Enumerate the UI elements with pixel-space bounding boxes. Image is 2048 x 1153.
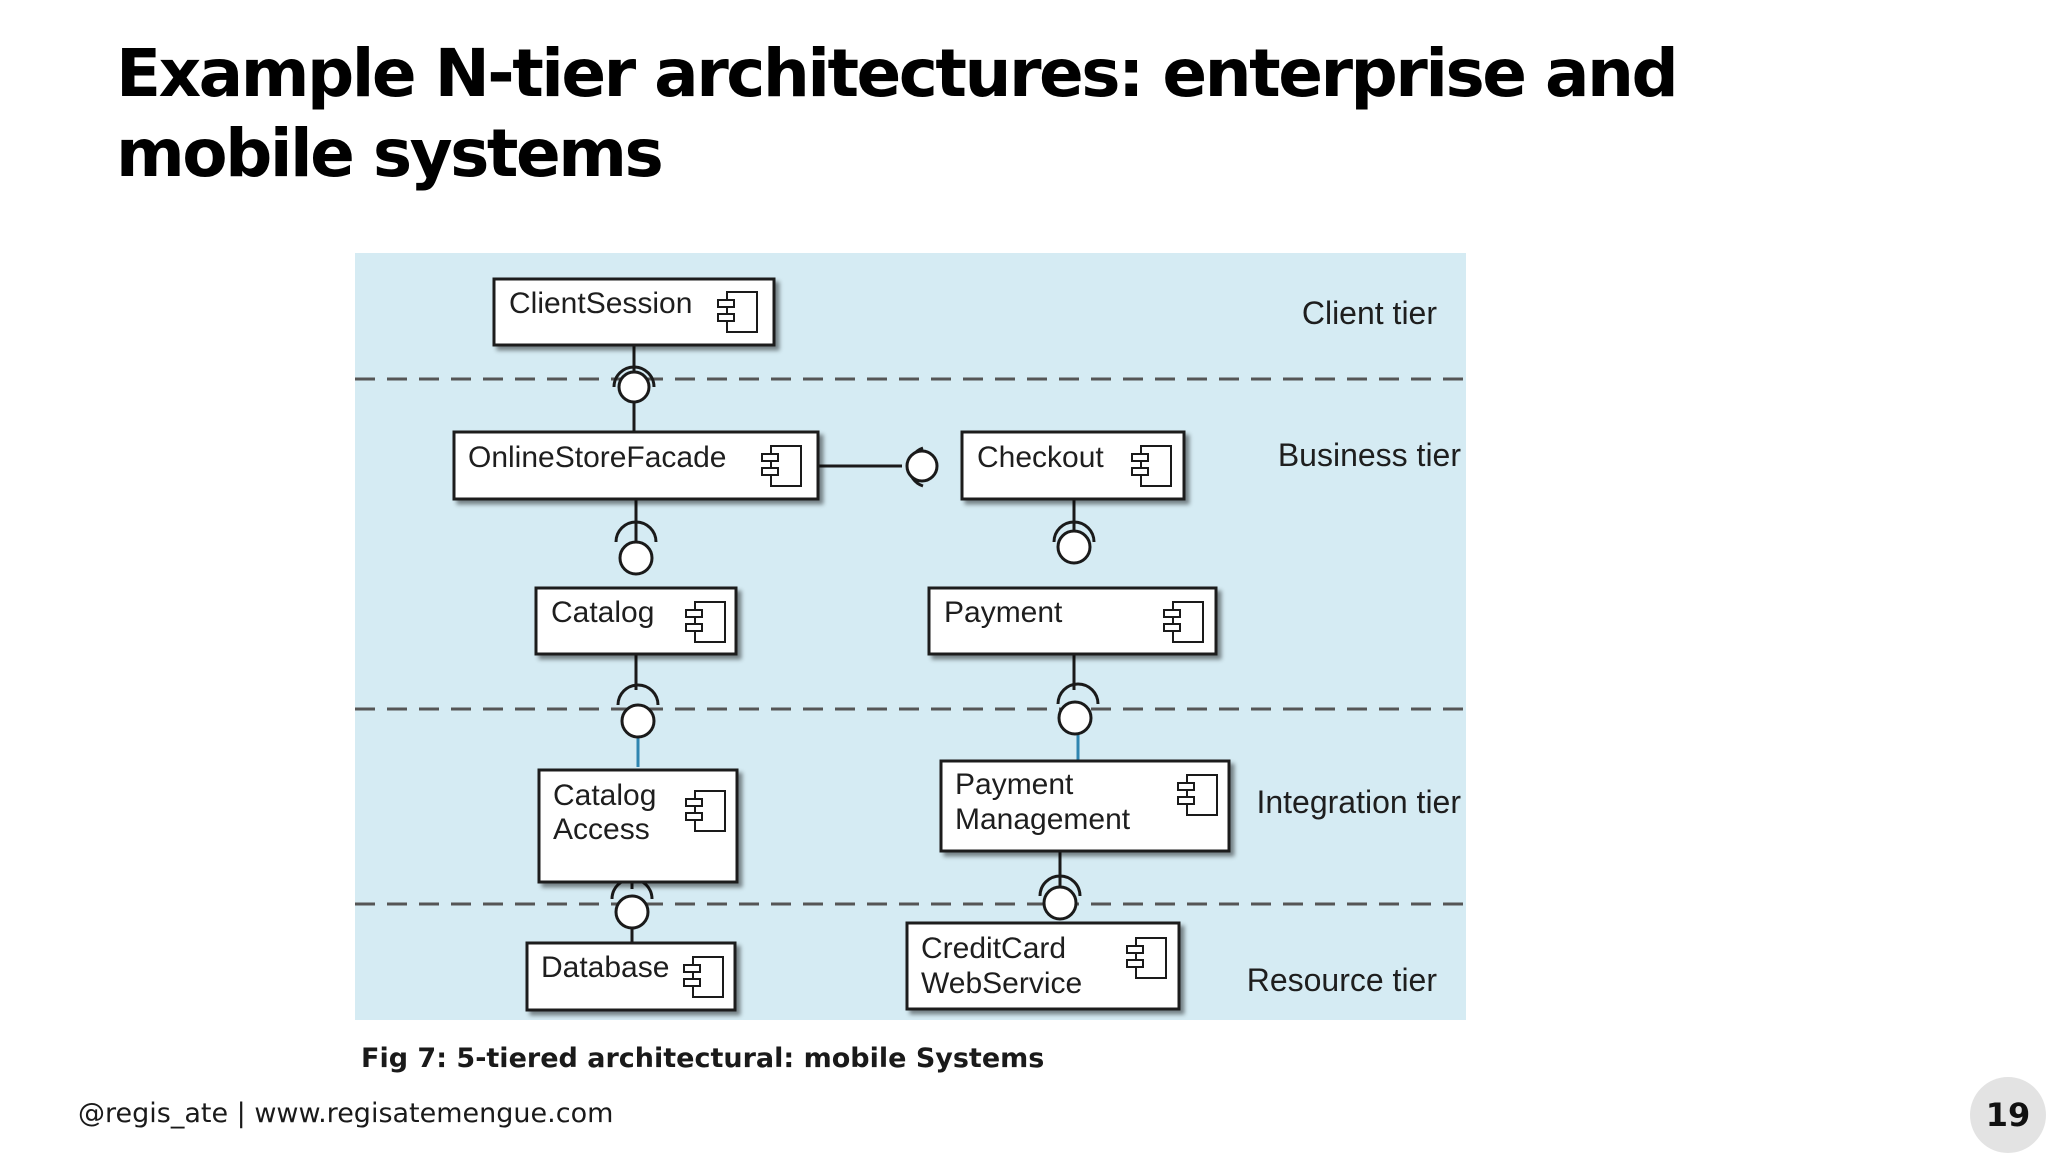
payment-management-label-line2: Management	[955, 803, 1131, 836]
slide-title: Example N-tier architectures: enterprise…	[116, 35, 1679, 192]
footer-credit: @regis_ate | www.regisatemengue.com	[78, 1098, 614, 1129]
component-catalog: Catalog	[534, 586, 738, 656]
component-payment: Payment	[927, 586, 1218, 656]
component-checkout: Checkout	[960, 430, 1186, 501]
component-catalog-access: Catalog Access	[537, 768, 739, 884]
component-database: Database	[525, 941, 737, 1012]
payment-management-label-line1: Payment	[955, 768, 1074, 801]
catalog-access-label-line1: Catalog	[553, 779, 656, 812]
credit-card-web-service-label-line2: WebService	[921, 967, 1082, 1000]
catalog-label: Catalog	[551, 596, 654, 629]
component-client-session: ClientSession	[492, 277, 776, 347]
component-online-store-facade: OnlineStoreFacade	[452, 430, 820, 501]
tier-label-integration: Integration tier	[1256, 784, 1461, 820]
tier-separators	[355, 377, 1466, 906]
payment-label: Payment	[944, 596, 1063, 629]
component-payment-management: Payment Management	[939, 759, 1231, 853]
checkout-label: Checkout	[977, 441, 1104, 474]
online-store-facade-label: OnlineStoreFacade	[468, 441, 727, 474]
tier-label-business: Business tier	[1278, 437, 1462, 473]
credit-card-web-service-label-line1: CreditCard	[921, 932, 1066, 965]
database-label: Database	[541, 951, 669, 984]
tier-label-resource: Resource tier	[1247, 962, 1438, 998]
figure-caption: Fig 7: 5-tiered architectural: mobile Sy…	[361, 1043, 1045, 1074]
page-number: 19	[1970, 1077, 2046, 1153]
interfaces	[610, 365, 1100, 930]
tier-label-client: Client tier	[1302, 295, 1438, 331]
catalog-access-label-line2: Access	[553, 813, 650, 846]
client-session-label: ClientSession	[509, 287, 692, 320]
component-credit-card-web-service: CreditCard WebService	[905, 921, 1181, 1011]
architecture-diagram: ClientSession OnlineStoreFacade Checkout…	[355, 253, 1466, 1020]
